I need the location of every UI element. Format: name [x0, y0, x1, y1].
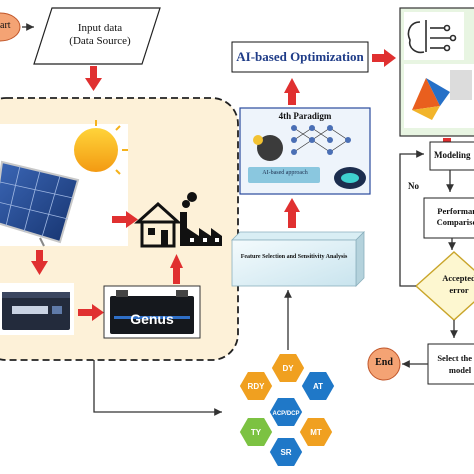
hexagon-label: ACP/DCP: [272, 411, 299, 417]
accepted-line2: error: [449, 285, 469, 295]
end-oval: [367, 347, 401, 381]
inverter-image: [0, 283, 74, 335]
select-best-label: Select the be model: [432, 352, 474, 376]
ml-tools-panel: [399, 7, 474, 137]
input-data-line2: (Data Source): [69, 35, 131, 47]
paradigm-sub: AI-based approach: [262, 170, 308, 176]
modeling-label: Modeling: [434, 150, 471, 160]
performance-label: Performanc Comparison: [428, 206, 474, 228]
red-arrow-battery-house: [170, 254, 183, 284]
performance-line2: Comparison: [436, 217, 474, 227]
ai-optimization-label: AI-based Optimization: [236, 49, 364, 64]
hexagon-dy: [270, 352, 306, 384]
solar-panel-image: [0, 120, 128, 247]
house-factory-icon: [134, 192, 222, 248]
hexagon-ty: [238, 416, 274, 448]
paradigm-box: [239, 107, 371, 195]
start-oval: [0, 12, 21, 42]
hexagon-label: TY: [251, 428, 262, 437]
red-arrow-inverter-battery: [78, 304, 104, 321]
hexagon-label: AT: [313, 382, 323, 391]
select-line1: Select the be: [437, 353, 474, 363]
panel-to-hexagons-line: [93, 360, 222, 416]
input-data-box: [33, 7, 161, 65]
feature-selection-box: [231, 231, 365, 287]
hexagon-label: MT: [310, 428, 322, 437]
no-loop-line: [399, 150, 424, 287]
red-arrow-ai-right: [372, 49, 396, 67]
hexagon-sr: [268, 436, 304, 468]
feature-selection-label: Feature Selection and Sensitivity Analys…: [240, 254, 348, 260]
end-label: End: [375, 357, 393, 368]
red-arrow-feature-paradigm: [284, 198, 300, 228]
hexagon-cluster: DY RDY AT ACP/DCP TY MT SR: [238, 352, 336, 468]
hexagon-rdy: [238, 370, 274, 402]
hexagon-label: DY: [282, 364, 294, 373]
red-arrow-solar-house: [112, 211, 138, 228]
start-label: art: [0, 20, 11, 31]
hexagon-at: [300, 370, 336, 402]
accepted-error-label: Accepted error: [434, 272, 474, 296]
red-arrow-paradigm-ai: [284, 78, 300, 105]
no-label: No: [408, 181, 419, 191]
input-data-line1: Input data: [77, 22, 123, 34]
battery-image: [103, 285, 201, 339]
hexagon-label: SR: [280, 448, 291, 457]
select-line2: model: [448, 365, 472, 375]
performance-line1: Performanc: [437, 206, 474, 216]
accepted-line1: Accepted: [442, 273, 474, 283]
battery-brand: Genus: [130, 311, 174, 327]
performance-box: [423, 197, 474, 239]
input-data-label: Input data (Data Source): [50, 22, 150, 48]
paradigm-title: 4th Paradigm: [278, 111, 332, 121]
hexagon-label: RDY: [248, 382, 266, 391]
ai-optimization-box: [231, 41, 369, 73]
red-arrow-solar-inverter: [31, 250, 48, 275]
red-arrow-input-down: [85, 66, 102, 91]
modeling-box: [429, 141, 474, 171]
hexagon-acpdcp: [268, 396, 304, 428]
hexagon-mt: [298, 416, 334, 448]
